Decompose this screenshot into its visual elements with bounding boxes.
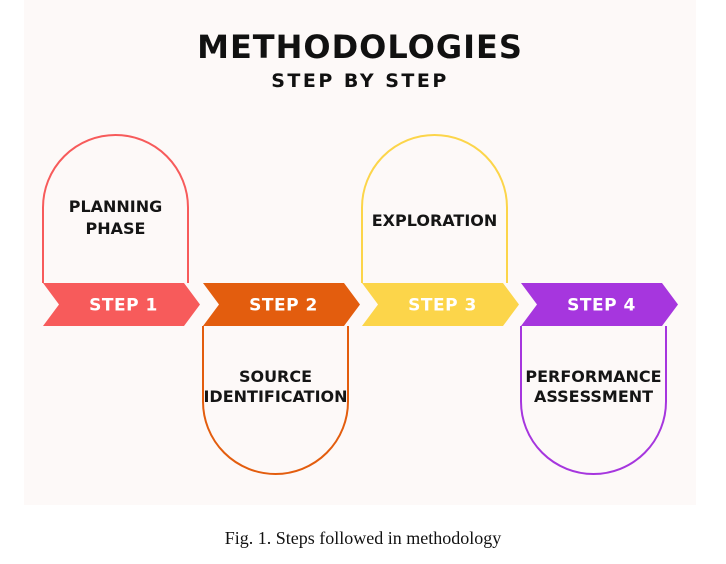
step-2-phase-line-2: IDENTIFICATION bbox=[203, 387, 347, 406]
step-2-label: STEP 2 bbox=[249, 296, 318, 316]
step-1-phase-card bbox=[42, 134, 189, 283]
step-4-phase-line-2: ASSESSMENT bbox=[534, 387, 653, 406]
figure-caption: Fig. 1. Steps followed in methodology bbox=[224, 528, 502, 548]
step-1-arrow bbox=[43, 283, 200, 326]
step-4-arrow bbox=[521, 283, 678, 326]
step-3-phase-line-1: EXPLORATION bbox=[372, 211, 498, 230]
step-4-label: STEP 4 bbox=[567, 296, 636, 316]
diagram-subtitle: STEP BY STEP bbox=[271, 70, 449, 92]
step-1-phase-line-2: PHASE bbox=[86, 219, 146, 238]
step-4-phase-line-1: PERFORMANCE bbox=[525, 367, 661, 386]
step-3-arrow bbox=[362, 283, 519, 326]
step-1-phase-line-1: PLANNING bbox=[69, 197, 163, 216]
step-3-phase-card bbox=[361, 134, 508, 283]
step-2-phase-card bbox=[202, 326, 349, 475]
step-1-group: PLANNING PHASE STEP 1 bbox=[42, 134, 200, 326]
step-2-phase-line-1: SOURCE bbox=[239, 367, 312, 386]
step-3-label: STEP 3 bbox=[408, 296, 477, 316]
step-1-label: STEP 1 bbox=[89, 296, 158, 316]
step-2-arrow bbox=[203, 283, 360, 326]
step-2-group: SOURCE IDENTIFICATION STEP 2 bbox=[202, 283, 360, 475]
infographic-panel bbox=[24, 0, 696, 505]
step-4-group: PERFORMANCE ASSESSMENT STEP 4 bbox=[520, 283, 678, 475]
step-4-phase-card bbox=[520, 326, 667, 475]
step-3-group: EXPLORATION STEP 3 bbox=[361, 134, 519, 326]
diagram-title: METHODOLOGIES bbox=[197, 28, 523, 66]
